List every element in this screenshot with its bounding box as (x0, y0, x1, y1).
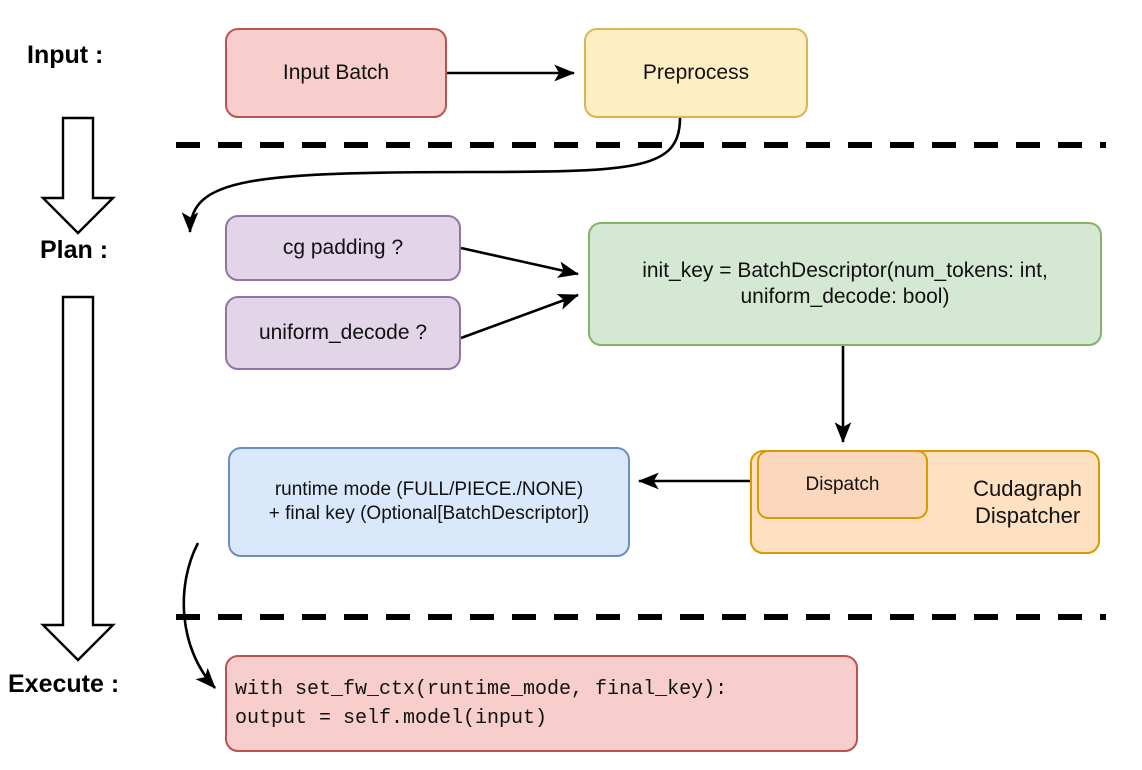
node-uniform-decode-label: uniform_decode ? (258, 320, 428, 344)
node-runtime-mode-label: runtime mode (FULL/PIECE./NONE) + final … (268, 479, 590, 524)
edge-runtime-mode-to-execute-code (182, 542, 216, 689)
node-dispatch-label: Dispatch (805, 473, 880, 495)
node-cudagraph-dispatcher-label: Cudagraph Dispatcher (973, 475, 1082, 529)
node-init-key-label: init_key = BatchDescriptor(num_tokens: i… (642, 258, 1048, 308)
plan-to-execute-stage-arrow (40, 295, 116, 662)
stage-label-plan: Plan : (40, 236, 109, 264)
node-input-batch[interactable]: Input Batch (225, 28, 447, 118)
node-uniform-decode[interactable]: uniform_decode ? (225, 296, 461, 370)
node-cg-padding[interactable]: cg padding ? (225, 215, 461, 281)
stage-label-execute: Execute : (8, 670, 120, 698)
node-preprocess-label: Preprocess (642, 60, 750, 84)
edge-uniform-decode-to-init-key (460, 293, 579, 340)
node-execute-code-label: with set_fw_ctx(runtime_mode, final_key)… (235, 677, 728, 730)
stage-label-input: Input : (27, 41, 104, 69)
edge-cg-padding-to-init-key (460, 246, 580, 278)
node-execute-code[interactable]: with set_fw_ctx(runtime_mode, final_key)… (225, 655, 858, 752)
node-input-batch-label: Input Batch (282, 60, 390, 84)
node-dispatch[interactable]: Dispatch (757, 450, 928, 519)
node-preprocess[interactable]: Preprocess (584, 28, 808, 118)
node-init-key[interactable]: init_key = BatchDescriptor(num_tokens: i… (588, 222, 1102, 346)
node-runtime-mode[interactable]: runtime mode (FULL/PIECE./NONE) + final … (228, 447, 630, 557)
node-cg-padding-label: cg padding ? (282, 235, 404, 259)
input-to-plan-stage-arrow (40, 116, 116, 235)
